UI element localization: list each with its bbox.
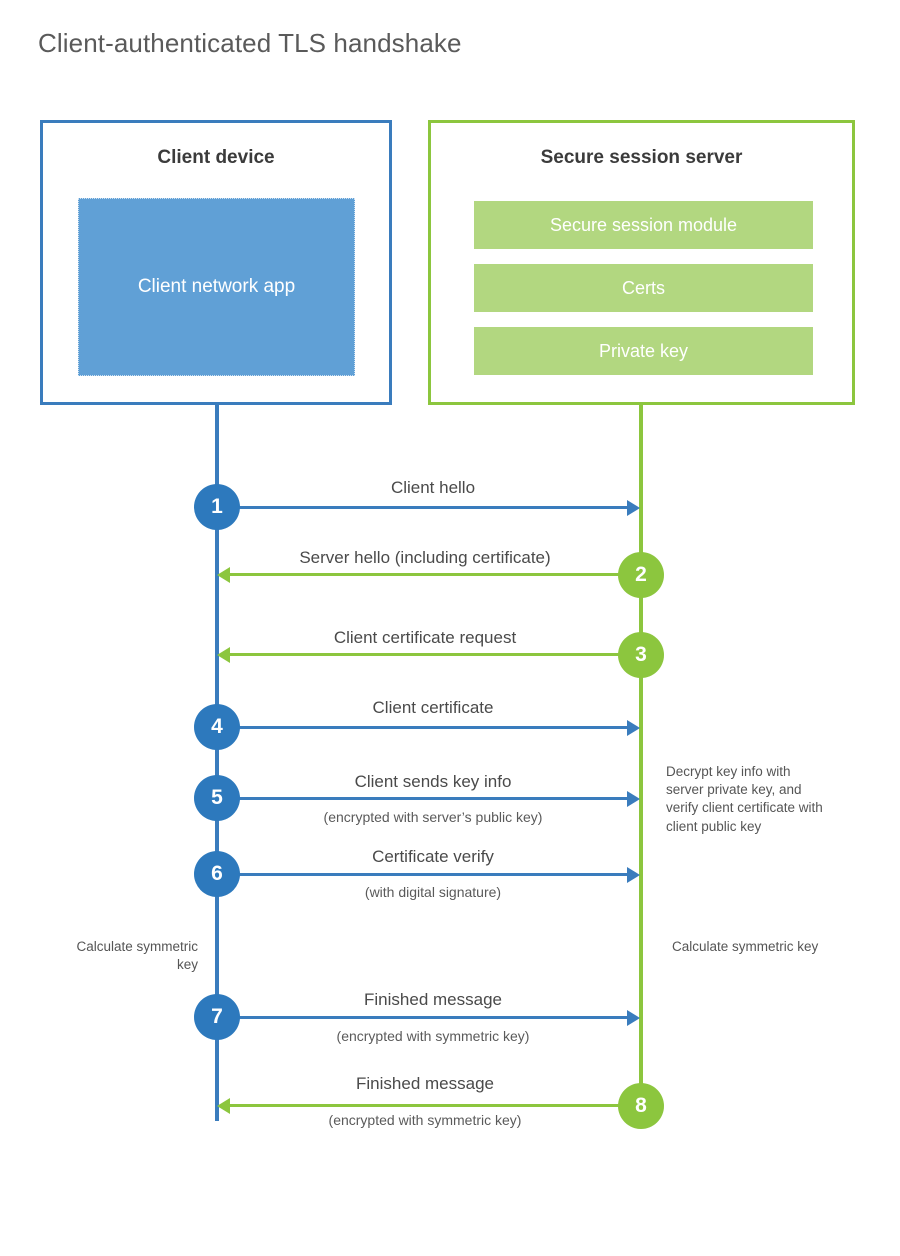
step-number: 7 <box>211 1005 223 1028</box>
step-number: 8 <box>635 1094 647 1117</box>
step-badge-5: 5 <box>194 775 240 821</box>
server-component-certs: Certs <box>474 264 813 312</box>
note-server-calculate-symmetric-key: Calculate symmetric key <box>672 939 819 954</box>
step-badge-1: 1 <box>194 484 240 530</box>
message-label: Client sends key info <box>354 772 512 791</box>
step-badge-6: 6 <box>194 851 240 897</box>
step-number: 2 <box>635 563 647 586</box>
arrow-line <box>230 1104 640 1107</box>
arrow-line <box>230 573 640 576</box>
step-number: 3 <box>635 643 647 666</box>
server-component-label: Certs <box>621 277 665 298</box>
client-network-app-box: Client network app <box>78 198 355 376</box>
client-device-title: Client device <box>157 147 275 168</box>
arrow-head-right-icon <box>627 499 640 516</box>
step-badge-7: 7 <box>194 994 240 1040</box>
message-label: Finished message <box>356 1074 494 1093</box>
step-number: 1 <box>211 495 223 518</box>
step-number: 4 <box>211 715 223 738</box>
step-number: 6 <box>211 862 223 885</box>
message-label: Certificate verify <box>372 847 494 866</box>
page-title: Client-authenticated TLS handshake <box>38 28 462 58</box>
server-component-private-key: Private key <box>474 327 813 375</box>
note-server-decrypt-verify: Decrypt key info with server private key… <box>666 764 823 834</box>
server-component-label: Secure session module <box>549 214 738 235</box>
client-network-app-label: Client network app <box>137 276 296 298</box>
arrow-head-left-icon <box>217 1097 230 1114</box>
step-badge-4: 4 <box>194 704 240 750</box>
message-label: Client certificate <box>372 698 494 717</box>
arrow-head-left-icon <box>217 646 230 663</box>
client-lifeline <box>215 405 219 1121</box>
message-sublabel: (encrypted with symmetric key) <box>328 1112 522 1128</box>
message-label: Client hello <box>390 478 476 497</box>
server-lifeline <box>639 405 643 1105</box>
secure-session-server-box: Secure session server Secure session mod… <box>428 120 855 405</box>
note-client-calculate-symmetric-key: Calculate symmetric key <box>76 939 198 973</box>
arrow-line <box>217 1016 627 1019</box>
arrow-head-right-icon <box>627 719 640 736</box>
arrow-line <box>217 873 627 876</box>
arrow-line <box>217 506 627 509</box>
arrow-head-left-icon <box>217 566 230 583</box>
arrow-line <box>230 653 640 656</box>
step-badge-8: 8 <box>618 1083 664 1129</box>
message-label: Server hello (including certificate) <box>299 548 551 567</box>
step-number: 5 <box>211 786 223 809</box>
client-device-box: Client device Client network app <box>40 120 392 405</box>
arrow-line <box>217 797 627 800</box>
arrow-head-right-icon <box>627 1009 640 1026</box>
message-label: Client certificate request <box>333 628 517 647</box>
step-badge-2: 2 <box>618 552 664 598</box>
server-component-secure-session-module: Secure session module <box>474 201 813 249</box>
message-label: Finished message <box>364 990 502 1009</box>
message-sublabel: (encrypted with server’s public key) <box>323 809 543 825</box>
step-badge-3: 3 <box>618 632 664 678</box>
arrow-head-right-icon <box>627 790 640 807</box>
message-sublabel: (encrypted with symmetric key) <box>336 1028 530 1044</box>
arrow-head-right-icon <box>627 866 640 883</box>
secure-session-server-title: Secure session server <box>540 147 743 168</box>
server-component-label: Private key <box>598 340 689 361</box>
arrow-line <box>217 726 627 729</box>
message-sublabel: (with digital signature) <box>364 884 502 900</box>
